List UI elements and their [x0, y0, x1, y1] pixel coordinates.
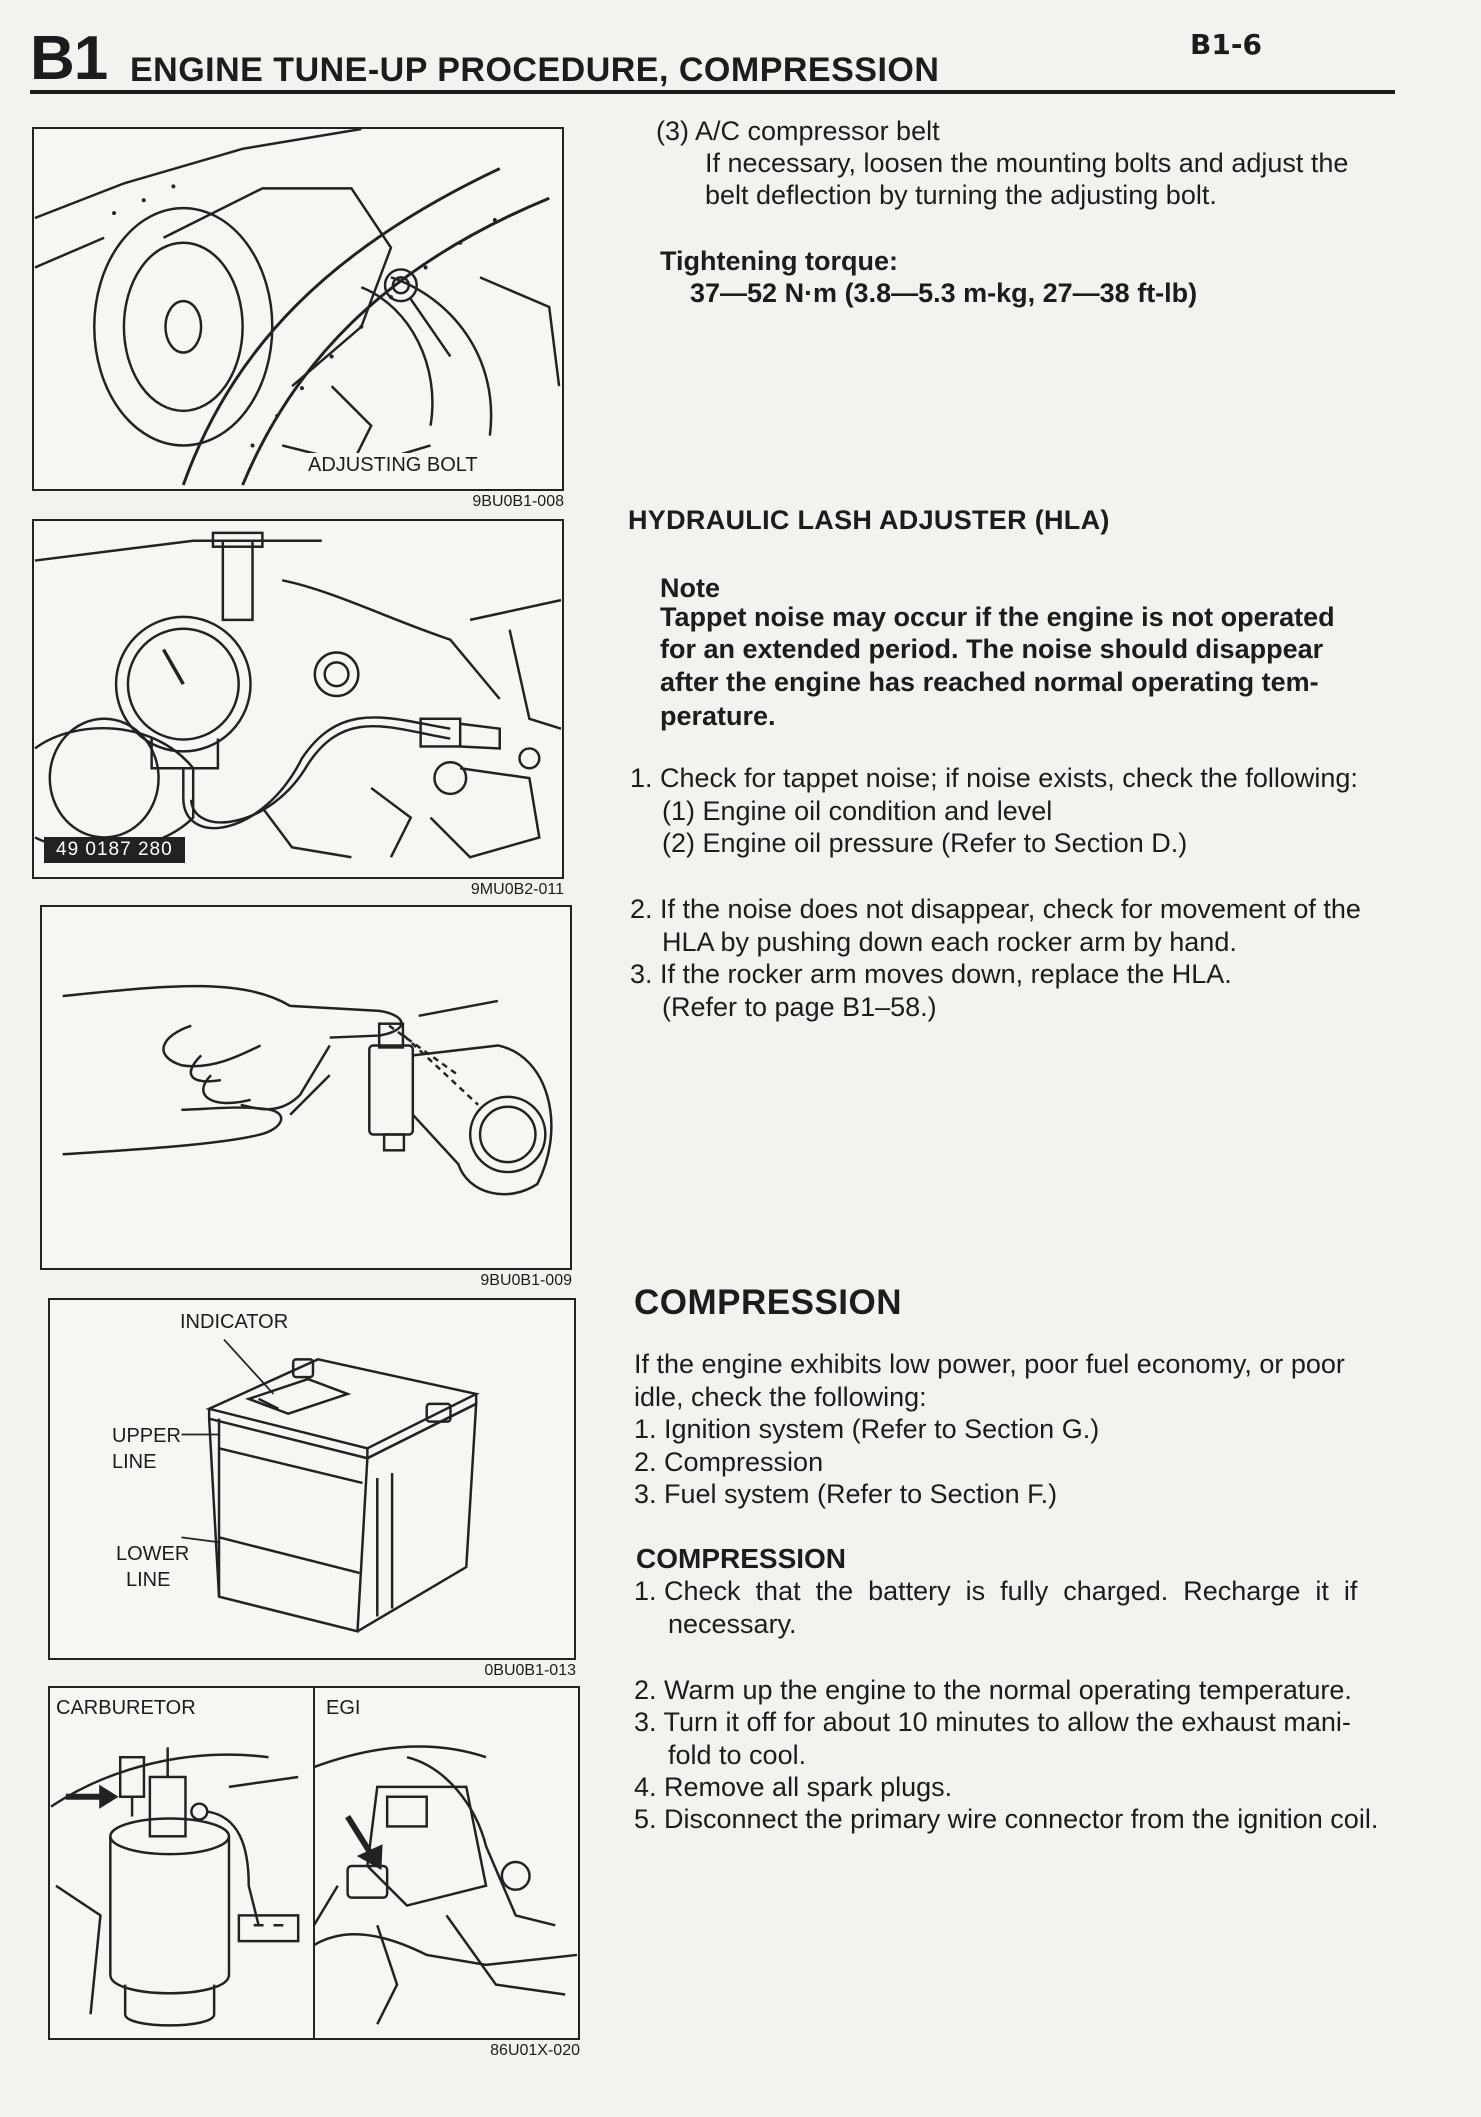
hla-note-line-3: after the engine has reached normal oper… [660, 667, 1319, 697]
label-adjusting-bolt: ADJUSTING BOLT [304, 453, 482, 477]
compression-step-4: 4. Remove all spark plugs. [634, 1772, 953, 1802]
figure-oil-pressure-gauge: 49 0187 280 [32, 519, 564, 879]
compression-step-2: 2. Warm up the engine to the normal oper… [634, 1675, 1352, 1705]
torque-label: Tightening torque: [660, 246, 898, 276]
figure-battery: INDICATOR UPPER LINE LOWER LINE [48, 1298, 576, 1660]
tool-number-badge: 49 0187 280 [44, 837, 185, 863]
compression-list-2: 2. Compression [634, 1447, 824, 1477]
compression-sub-heading: COMPRESSION [636, 1543, 847, 1574]
ac-belt-item: (3) A/C compressor belt [656, 116, 940, 146]
label-carburetor: CARBURETOR [56, 1696, 196, 1720]
hla-note-line-4: perature. [660, 701, 776, 731]
compression-step-3-line-1: 3. Turn it off for about 10 minutes to a… [634, 1707, 1351, 1737]
compression-heading: COMPRESSION [634, 1283, 903, 1322]
figure-code-4: 0BU0B1-013 [484, 1662, 576, 1679]
hla-note-label: Note [660, 573, 720, 603]
label-indicator: INDICATOR [180, 1310, 289, 1334]
battery-illustration [181, 1338, 480, 1633]
chapter-title: ENGINE TUNE-UP PROCEDURE, COMPRESSION [130, 51, 940, 89]
oil-pressure-gauge-illustration [34, 531, 562, 859]
label-upper-line-2: LINE [112, 1450, 157, 1474]
ac-belt-line-2: belt deflection by turning the adjusting… [705, 180, 1217, 210]
label-lower-line-2: LINE [126, 1568, 171, 1592]
figure-code-2: 9MU0B2-011 [470, 881, 564, 898]
compression-step-1-line-1: 1. Check that the battery is fully charg… [634, 1576, 1358, 1606]
compression-step-1-line-2: necessary. [668, 1609, 797, 1639]
header-rule [30, 90, 1395, 94]
chapter-number: B1 [30, 24, 108, 93]
hla-step-3-line-1: 3. If the rocker arm moves down, replace… [630, 959, 1232, 989]
figure-rocker-arm-press [40, 905, 572, 1270]
figure-ignition-coil: CARBURETOR EGI [48, 1686, 580, 2040]
figure-code-3: 9BU0B1-009 [480, 1272, 572, 1289]
compression-step-3-line-2: fold to cool. [668, 1740, 807, 1770]
label-egi: EGI [326, 1696, 361, 1720]
figure-code-5: 86U01X-020 [490, 2042, 580, 2059]
rocker-arm-hand-illustration [62, 984, 553, 1196]
label-upper-line-1: UPPER [112, 1424, 181, 1448]
hla-step-3-line-2: (Refer to page B1–58.) [662, 992, 937, 1022]
figure-code-1: 9BU0B1-008 [472, 493, 564, 510]
hla-note-line-2: for an extended period. The noise should… [660, 634, 1324, 664]
label-lower-line-1: LOWER [116, 1542, 190, 1566]
compression-step-5: 5. Disconnect the primary wire connector… [634, 1804, 1379, 1834]
compression-list-3: 3. Fuel system (Refer to Section F.) [634, 1479, 1058, 1509]
ac-compressor-illustration [34, 129, 561, 486]
figure-ac-compressor: ADJUSTING BOLT [32, 127, 564, 491]
hla-step-1b: (2) Engine oil pressure (Refer to Sectio… [662, 828, 1188, 858]
compression-list-1: 1. Ignition system (Refer to Section G.) [634, 1414, 1100, 1444]
page-number: B1-6 [1190, 28, 1262, 61]
hla-note-line-1: Tappet noise may occur if the engine is … [660, 602, 1335, 632]
hla-step-2-line-1: 2. If the noise does not disappear, chec… [630, 894, 1361, 924]
page-header: B1 ENGINE TUNE-UP PROCEDURE, COMPRESSION… [30, 28, 1395, 94]
compression-intro-2: idle, check the following: [634, 1382, 927, 1412]
hla-heading: HYDRAULIC LASH ADJUSTER (HLA) [628, 505, 1110, 535]
ignition-coil-illustration [50, 1688, 578, 2038]
torque-value: 37—52 N·m (3.8—5.3 m-kg, 27—38 ft-lb) [690, 278, 1198, 308]
ac-belt-line-1: If necessary, loosen the mounting bolts … [705, 148, 1349, 178]
hla-step-2-line-2: HLA by pushing down each rocker arm by h… [662, 927, 1237, 957]
compression-intro-1: If the engine exhibits low power, poor f… [634, 1349, 1345, 1379]
hla-step-1: 1. Check for tappet noise; if noise exis… [630, 763, 1358, 793]
hla-step-1a: (1) Engine oil condition and level [662, 796, 1053, 826]
